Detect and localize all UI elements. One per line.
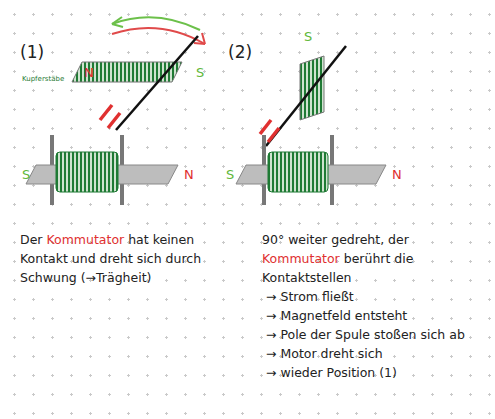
note-text: Kommutator <box>262 251 340 266</box>
axle <box>116 36 198 130</box>
note-text: 90° weiter gedreht, der <box>262 232 409 247</box>
note-text: Kommutator <box>46 232 124 247</box>
note-text: 90° weiter gedreht, der Kommutator berüh… <box>262 230 487 382</box>
consequence-line: → wieder Position (1) <box>262 363 487 382</box>
commutator <box>100 105 112 120</box>
pole-label: N <box>392 168 402 181</box>
note-text: Der Kommutator hat keinen Kontakt und dr… <box>20 230 240 287</box>
consequence-line: → Motor dreht sich <box>262 344 487 363</box>
rotation-arrow <box>112 28 205 44</box>
pole-label: S <box>226 168 234 181</box>
pole-label: S <box>304 30 312 43</box>
consequence-line: → Pole der Spule stoßen sich ab <box>262 325 487 344</box>
pole-label: S <box>196 66 204 79</box>
axle <box>266 46 346 146</box>
consequence-line: → Strom fließt <box>262 287 487 306</box>
note-text: Der <box>20 232 42 247</box>
pole-label: N <box>84 66 94 79</box>
part-name: Kupferstäbe <box>22 76 64 83</box>
callout-number: (1) <box>20 44 44 61</box>
consequence-line: → Magnetfeld entsteht <box>262 306 487 325</box>
stator-coil <box>268 152 328 192</box>
callout-number: (2) <box>228 44 252 61</box>
pole-label: N <box>184 168 194 181</box>
commutator <box>260 120 271 134</box>
stator-coil <box>56 152 118 192</box>
pole-label: S <box>22 168 30 181</box>
